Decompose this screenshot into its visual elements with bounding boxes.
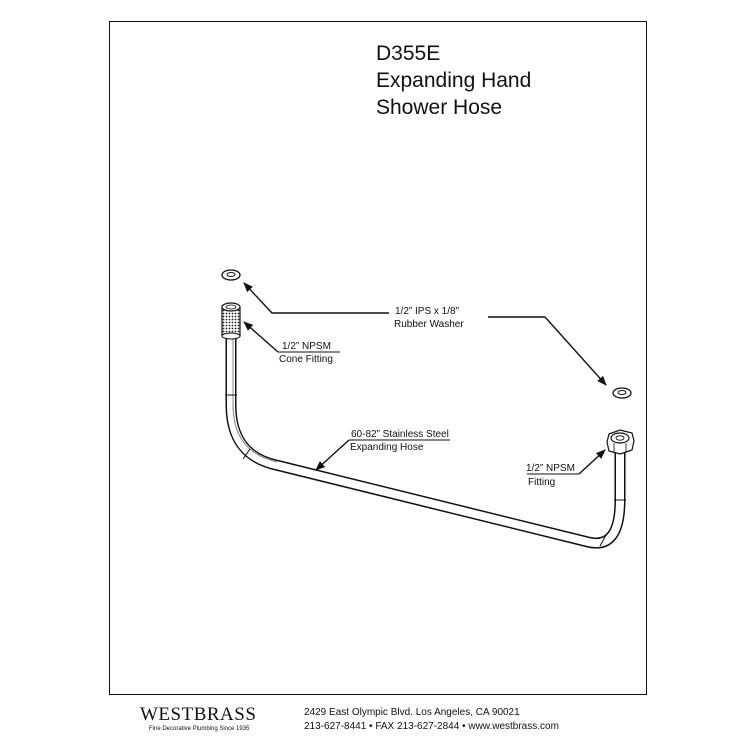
brand-tagline: Fine Decorative Plumbing Since 1935 <box>149 726 250 732</box>
brand-name: WESTBRASS <box>140 704 257 725</box>
westbrass-logo: WESTBRASS Fine Decorative Plumbing Since… <box>140 705 256 733</box>
part-title: D355E Expanding Hand Shower Hose <box>376 40 531 121</box>
cone-label-size: 1/2” NPSM <box>282 341 331 352</box>
washer-label-size: 1/2” IPS x 1/8” <box>395 306 459 317</box>
part-name-line2: Shower Hose <box>376 96 503 119</box>
fitting-label-name: Fitting <box>528 477 556 488</box>
washer-leaders <box>243 282 607 386</box>
company-address: 2429 East Olympic Blvd. Los Angeles, CA … <box>304 707 520 718</box>
cone-label-name: Cone Fitting <box>279 354 333 365</box>
company-phone-web: 213-627-8441 • FAX 213-627-2844 • www.we… <box>304 721 559 732</box>
cone-fitting-leader <box>243 321 340 353</box>
washer-label-name: Rubber Washer <box>394 319 464 330</box>
part-name-line1: Expanding Hand <box>376 69 532 92</box>
company-contact: 2429 East Olympic Blvd. Los Angeles, CA … <box>304 706 559 734</box>
hose-label-size: 60-82” Stainless Steel <box>351 429 449 440</box>
npsm-fitting <box>606 429 635 455</box>
hose-label-name: Expanding Hose <box>350 442 424 453</box>
drawing-frame <box>109 21 647 695</box>
fitting-label-size: 1/2” NPSM <box>526 463 575 474</box>
cone-fitting <box>221 302 241 340</box>
hose-leader <box>315 439 450 471</box>
rubber-washer-left <box>221 269 241 281</box>
npsm-fitting-leader <box>527 449 606 475</box>
expanding-hose <box>225 336 626 549</box>
part-number: D355E <box>376 42 441 65</box>
rubber-washer-right <box>612 387 632 399</box>
